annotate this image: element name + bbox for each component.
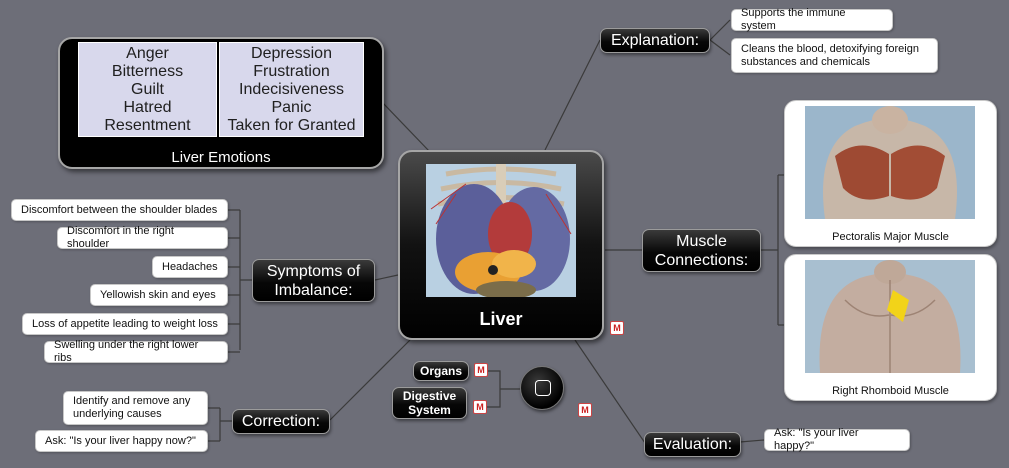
muscle-card-pectoralis[interactable]: Pectoralis Major Muscle xyxy=(784,100,997,247)
muscle-caption: Right Rhomboid Muscle xyxy=(832,385,949,397)
note-icon[interactable]: M xyxy=(474,363,488,377)
emotion-item: Resentment xyxy=(104,116,191,134)
central-title: Liver xyxy=(479,309,523,329)
emotion-item: Bitterness xyxy=(111,62,184,80)
emotion-item: Frustration xyxy=(253,62,330,80)
emotion-item: Indecisiveness xyxy=(239,80,344,98)
digestive-system-link[interactable]: Digestive System xyxy=(392,387,467,419)
rhomboid-image xyxy=(805,260,975,373)
central-node[interactable]: Liver xyxy=(398,150,604,340)
explanation-item[interactable]: Supports the immune system xyxy=(731,7,893,32)
muscle-card-rhomboid[interactable]: Right Rhomboid Muscle xyxy=(784,254,997,401)
symptom-item[interactable]: Discomfort in the right shoulder xyxy=(57,225,228,250)
evaluation-item[interactable]: Ask: "Is your liver happy?" xyxy=(764,427,910,452)
emotions-node[interactable]: Anger Bitterness Guilt Hatred Resentment… xyxy=(58,37,384,169)
liver-anatomy-image xyxy=(426,164,576,297)
symptom-item[interactable]: Headaches xyxy=(152,256,228,278)
square-icon xyxy=(535,380,551,396)
emotion-item: Panic xyxy=(271,98,312,116)
correction-item[interactable]: Identify and remove any underlying cause… xyxy=(63,391,208,425)
emotion-item: Taken for Granted xyxy=(227,116,356,134)
correction-node[interactable]: Correction: xyxy=(232,409,330,434)
correction-item[interactable]: Ask: "Is your liver happy now?" xyxy=(35,430,208,452)
emotion-item: Depression xyxy=(251,44,332,62)
emotion-item: Anger xyxy=(126,44,169,62)
emotions-right-column: Depression Frustration Indecisiveness Pa… xyxy=(219,42,364,137)
emotions-left-column: Anger Bitterness Guilt Hatred Resentment xyxy=(78,42,217,137)
symptom-item[interactable]: Yellowish skin and eyes xyxy=(90,284,228,306)
emotion-item: Hatred xyxy=(123,98,172,116)
organs-link[interactable]: Organs xyxy=(413,361,469,381)
muscle-caption: Pectoralis Major Muscle xyxy=(832,231,949,243)
note-icon[interactable]: M xyxy=(473,400,487,414)
note-icon[interactable]: M xyxy=(610,321,624,335)
symptoms-node[interactable]: Symptoms of Imbalance: xyxy=(252,259,375,302)
evaluation-node[interactable]: Evaluation: xyxy=(644,432,741,457)
explanation-node[interactable]: Explanation: xyxy=(600,28,710,53)
topic-bubble-icon[interactable] xyxy=(520,366,564,410)
emotions-title: Liver Emotions xyxy=(171,149,271,166)
pectoralis-image xyxy=(805,106,975,219)
symptom-item[interactable]: Discomfort between the shoulder blades xyxy=(11,199,228,221)
emotion-item: Guilt xyxy=(131,80,164,98)
symptom-item[interactable]: Swelling under the right lower ribs xyxy=(44,339,228,364)
symptom-item[interactable]: Loss of appetite leading to weight loss xyxy=(22,313,228,335)
note-icon[interactable]: M xyxy=(578,403,592,417)
explanation-item[interactable]: Cleans the blood, detoxifying foreign su… xyxy=(731,38,938,73)
muscles-node[interactable]: Muscle Connections: xyxy=(642,229,761,272)
